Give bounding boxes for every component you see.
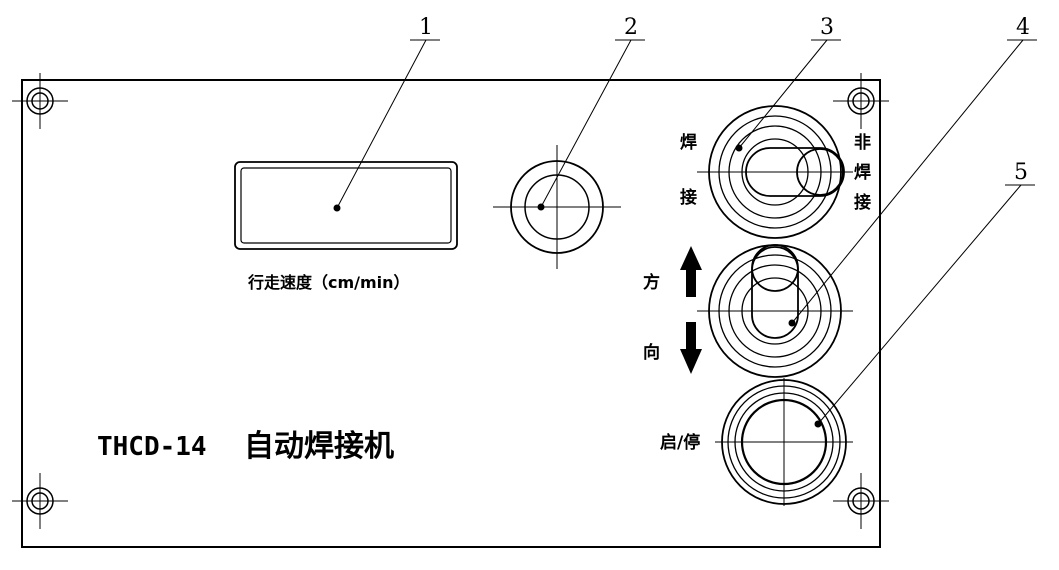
speed-knob — [493, 145, 621, 269]
callout-leaders — [336, 39, 1037, 425]
machine-name: 自动焊接机 — [244, 429, 394, 464]
weld-left-bottom-label: 接 — [680, 187, 697, 208]
corner-screw-bottom-left — [12, 473, 68, 529]
corner-screw-top-right — [833, 73, 889, 129]
arrow-down-icon — [680, 322, 702, 374]
corner-screw-bottom-right — [833, 473, 889, 529]
callout-2: 2 — [624, 15, 638, 40]
callout-1: 1 — [419, 15, 433, 40]
speed-display-label: 行走速度（cm/min） — [247, 273, 410, 292]
machine-model: THCD-14 — [97, 432, 207, 462]
panel-border — [21, 79, 881, 548]
weld-right-top-label: 非 — [854, 132, 871, 153]
direction-top-label: 方 — [643, 272, 660, 293]
arrow-up-icon — [680, 246, 702, 297]
weld-toggle-switch — [697, 105, 853, 239]
direction-toggle-switch — [697, 244, 853, 378]
weld-right-bottom-label: 接 — [854, 192, 871, 213]
weld-right-mid-label: 焊 — [854, 163, 871, 183]
start-stop-label: 启/停 — [660, 432, 700, 453]
callout-3: 3 — [820, 15, 834, 40]
start-stop-button — [715, 378, 853, 506]
weld-left-top-label: 焊 — [680, 133, 697, 153]
direction-bottom-label: 向 — [643, 342, 660, 363]
speed-display — [234, 161, 458, 250]
callout-4: 4 — [1016, 15, 1030, 40]
callout-5: 5 — [1014, 160, 1028, 185]
corner-screw-top-left — [12, 73, 68, 129]
